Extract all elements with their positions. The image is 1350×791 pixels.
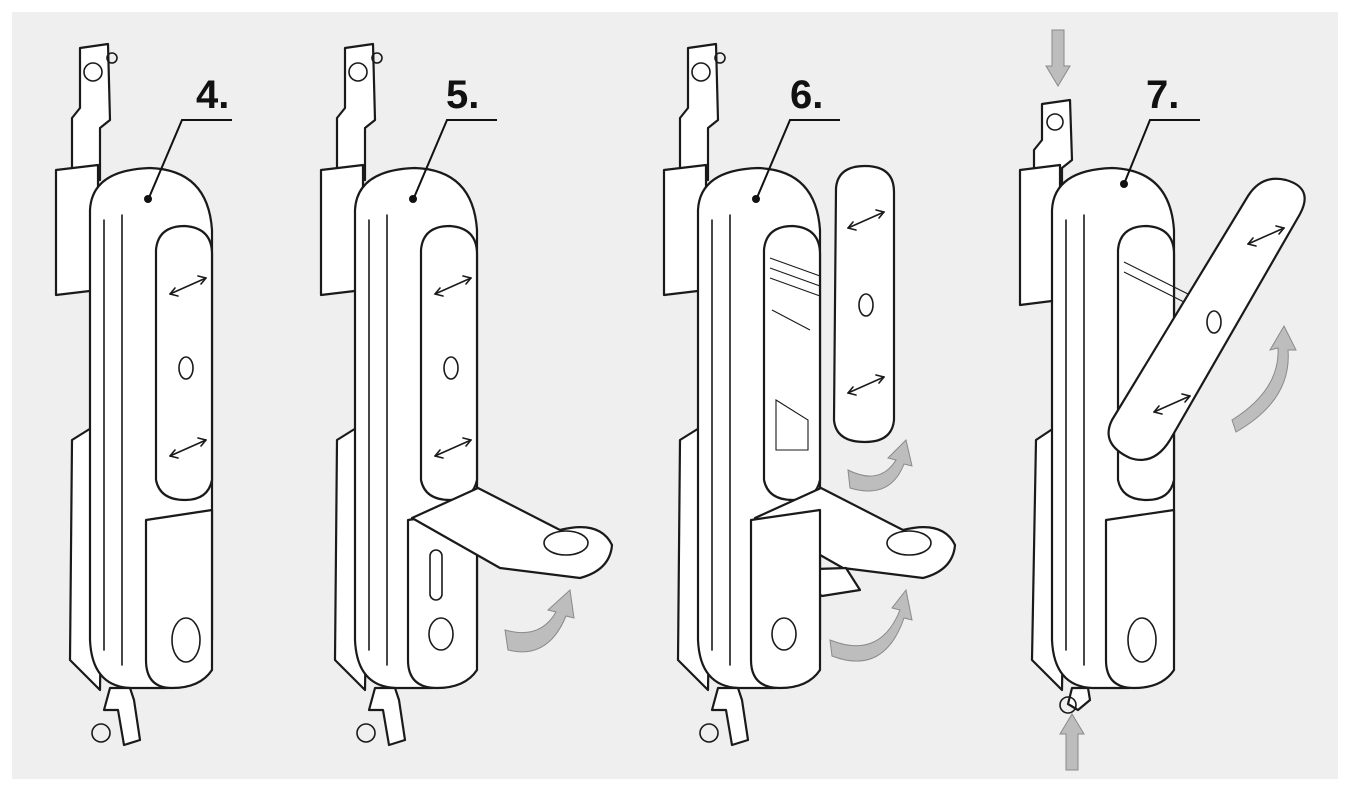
step-6-label: 6.	[790, 73, 823, 117]
step-4-label: 4.	[196, 73, 229, 117]
step-6-figure	[662, 42, 957, 747]
step-5-label: 5.	[446, 73, 479, 117]
step-5-figure	[319, 42, 614, 747]
assembly-instructions-diagram: 4. 5. 6. 7.	[12, 12, 1338, 779]
step-7-figure	[1018, 29, 1306, 771]
step-7-label: 7.	[1146, 73, 1179, 117]
step-4-figure	[54, 42, 232, 747]
